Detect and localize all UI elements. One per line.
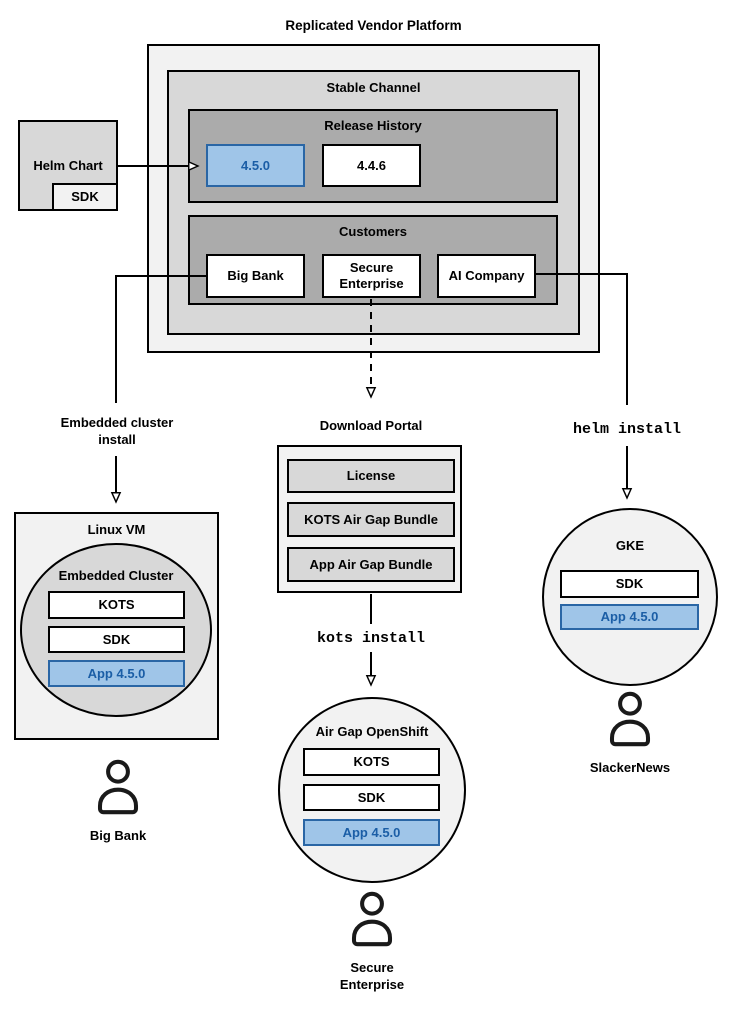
linux-vm-kots-box: KOTS <box>48 591 185 619</box>
slackernews-user: SlackerNews <box>578 690 682 777</box>
user-name: Big Bank <box>89 828 147 843</box>
helm-install-command: helm install <box>572 421 682 438</box>
gke-app-box: App 4.5.0 <box>560 604 699 630</box>
release-history-title: Release History <box>324 118 422 133</box>
kots-install-command: kots install <box>316 630 426 647</box>
openshift-app-box: App 4.5.0 <box>303 819 440 846</box>
linux-vm-title: Linux VM <box>87 522 146 537</box>
gke-sdk-box: SDK <box>560 570 699 598</box>
user-icon <box>97 759 139 815</box>
linux-vm-app-box: App 4.5.0 <box>48 660 185 687</box>
secure-enterprise-user: Secure Enterprise <box>320 890 424 994</box>
customers-title: Customers <box>339 224 407 239</box>
release-version-446[interactable]: 4.4.6 <box>322 144 421 187</box>
user-icon <box>609 691 651 747</box>
stable-channel-title: Stable Channel <box>326 80 421 95</box>
big-bank-user: Big Bank <box>66 758 170 845</box>
diagram-title: Replicated Vendor Platform <box>285 18 462 33</box>
portal-app-bundle-box[interactable]: App Air Gap Bundle <box>287 547 455 582</box>
gke-title: GKE <box>615 538 645 553</box>
helm-chart-sdk-box: SDK <box>52 183 118 211</box>
user-icon <box>351 891 393 947</box>
linux-vm-sdk-box: SDK <box>48 626 185 653</box>
embedded-cluster-title: Embedded Cluster <box>58 568 174 583</box>
download-portal-title: Download Portal <box>319 418 423 433</box>
user-name: Secure Enterprise <box>339 960 405 992</box>
openshift-kots-box: KOTS <box>303 748 440 776</box>
openshift-sdk-box: SDK <box>303 784 440 811</box>
helm-chart-label: Helm Chart <box>33 158 103 173</box>
customer-big-bank[interactable]: Big Bank <box>206 254 305 298</box>
embedded-install-label: Embedded cluster install <box>60 415 174 447</box>
portal-kots-bundle-box[interactable]: KOTS Air Gap Bundle <box>287 502 455 537</box>
release-version-450[interactable]: 4.5.0 <box>206 144 305 187</box>
customer-ai-company[interactable]: AI Company <box>437 254 536 298</box>
customer-secure-enterprise[interactable]: Secure Enterprise <box>322 254 421 298</box>
user-name: SlackerNews <box>589 760 671 775</box>
portal-license-box[interactable]: License <box>287 459 455 493</box>
airgap-openshift-title: Air Gap OpenShift <box>315 724 429 739</box>
